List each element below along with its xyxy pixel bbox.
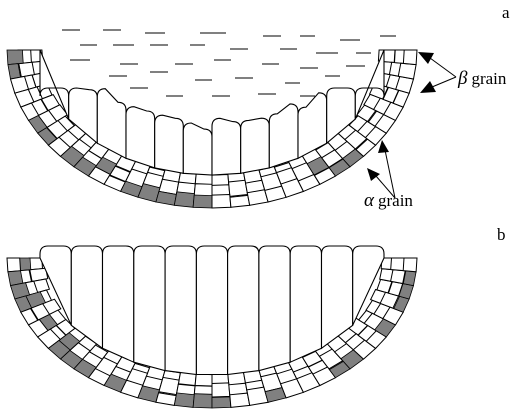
- liquid-region: [62, 30, 400, 96]
- beta-grain: [212, 383, 230, 397]
- beta-grain: [403, 50, 417, 65]
- panel-b-grains: [7, 246, 417, 408]
- alpha-grain: [193, 394, 212, 408]
- beta-grain: [229, 180, 248, 196]
- alpha-grain: [174, 393, 194, 408]
- beta-grain: [196, 246, 227, 375]
- alpha-grain: [212, 397, 231, 408]
- alpha-grain-word: grain: [378, 191, 413, 210]
- beta-symbol: β: [457, 68, 468, 89]
- beta-grain: [398, 63, 416, 79]
- beta-grain: [403, 258, 417, 272]
- panel-b: b: [7, 225, 506, 408]
- beta-grain: [195, 374, 212, 386]
- beta-grain: [155, 115, 184, 173]
- beta-grain: [212, 195, 231, 209]
- beta-grain: [259, 246, 290, 371]
- alpha-symbol: α: [364, 190, 375, 211]
- beta-grain-word: grain: [471, 69, 506, 88]
- beta-grain: [241, 118, 270, 173]
- beta-grain: [159, 377, 179, 394]
- beta-grain: [230, 195, 250, 207]
- alpha-grain: [174, 192, 194, 208]
- beta-grain: [156, 393, 176, 406]
- alpha-grain: [7, 50, 23, 65]
- beta-grain: [126, 107, 155, 168]
- panel-b-label: b: [497, 225, 506, 244]
- panel-a-label: a: [502, 3, 510, 22]
- beta-grain: [228, 246, 259, 375]
- beta-grain: [183, 123, 212, 175]
- panel-a-grains: [7, 50, 417, 208]
- beta-grain: [165, 246, 196, 375]
- beta-grain: [134, 246, 165, 371]
- alpha-grain: [8, 64, 21, 79]
- beta-grain: [103, 246, 134, 362]
- beta-grain: [212, 118, 241, 175]
- beta-grain: [391, 270, 406, 284]
- beta-grain: [269, 104, 298, 168]
- alpha-grain: [403, 271, 416, 286]
- beta-grain-arrows: [418, 52, 456, 93]
- alpha-grain: [193, 195, 212, 208]
- beta-grain: [7, 258, 21, 272]
- beta-grain: [290, 246, 321, 362]
- beta-grain: [230, 393, 250, 407]
- beta-grain: [247, 387, 268, 405]
- beta-grain: [212, 175, 229, 187]
